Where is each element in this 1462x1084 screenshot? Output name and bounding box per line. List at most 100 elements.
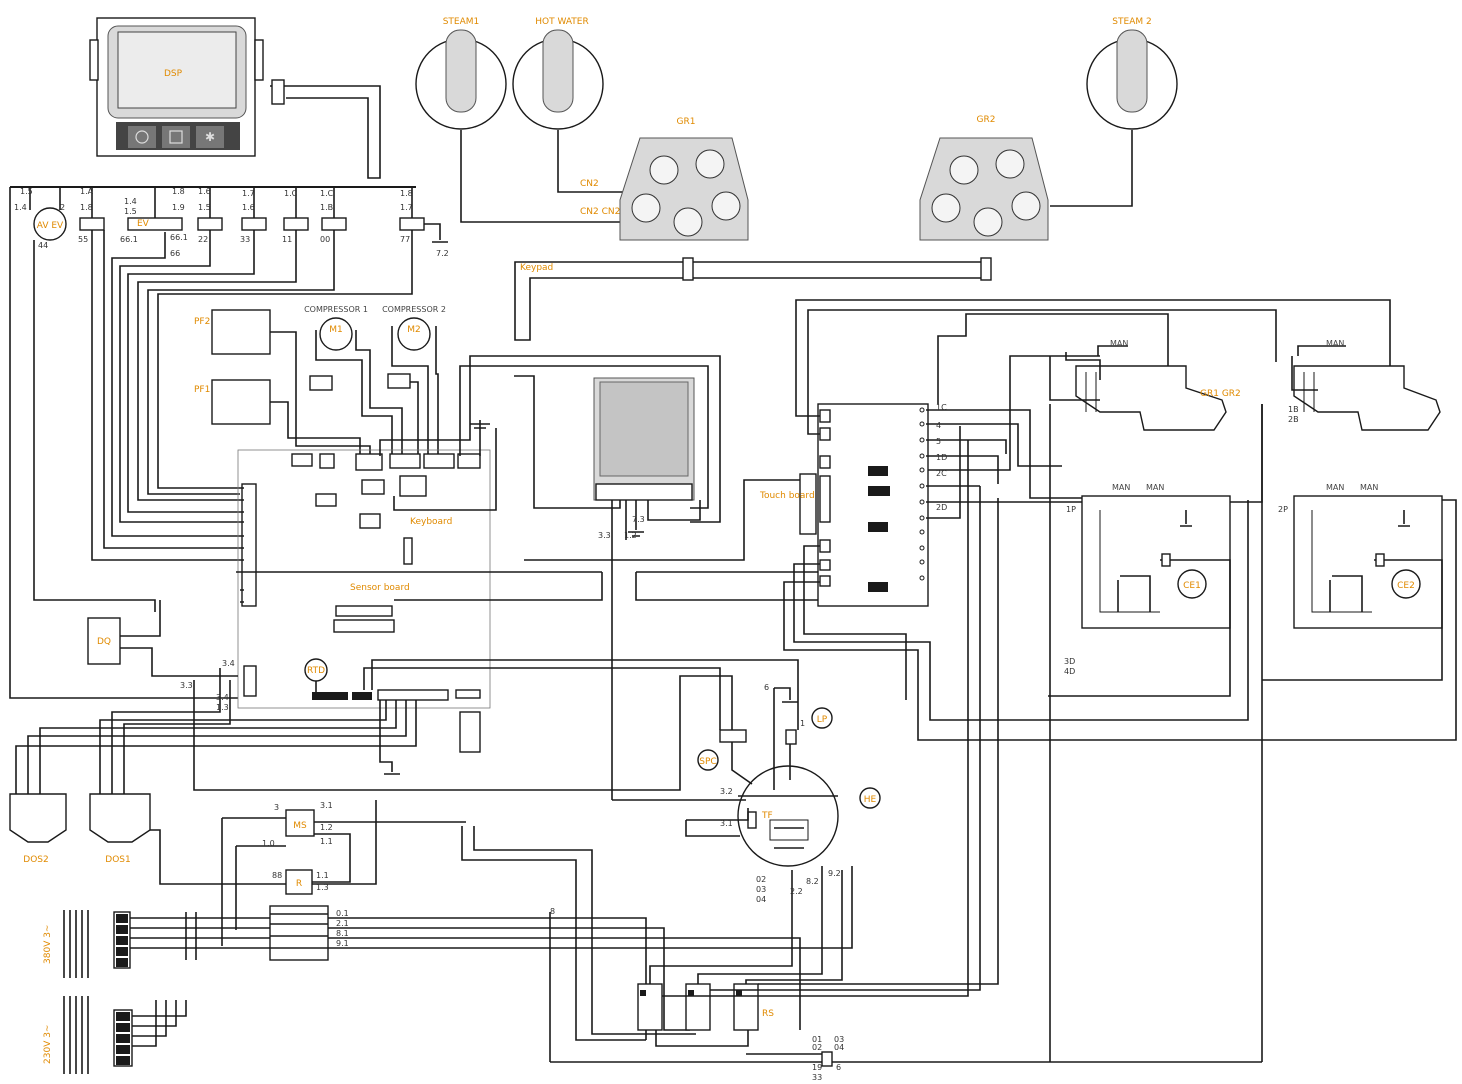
svg-text:2.1: 2.1 xyxy=(336,919,349,928)
svg-text:88: 88 xyxy=(272,871,282,880)
svg-text:Touch board: Touch board xyxy=(759,491,815,501)
svg-text:2.2: 2.2 xyxy=(790,887,803,896)
compressor-2: M2 COMPRESSOR 2 xyxy=(382,305,446,351)
svg-text:7.3: 7.3 xyxy=(632,515,645,524)
svg-text:DOS2: DOS2 xyxy=(23,855,48,865)
svg-text:1.7: 1.7 xyxy=(242,189,255,198)
gr1-keypad[interactable]: GR1 xyxy=(619,117,749,241)
steam2-knob[interactable]: STEAM 2 xyxy=(1086,17,1178,130)
compressor-1: M1 COMPRESSOR 1 xyxy=(304,305,368,351)
gr2-keypad[interactable]: GR2 xyxy=(919,115,1049,241)
svg-text:EV: EV xyxy=(137,219,150,229)
svg-text:1.C: 1.C xyxy=(284,189,298,198)
svg-text:MAN: MAN xyxy=(1360,483,1378,492)
svg-text:Keyboard: Keyboard xyxy=(410,517,452,527)
svg-text:3.3: 3.3 xyxy=(598,531,611,540)
svg-text:PF1: PF1 xyxy=(194,385,210,395)
svg-text:GR2: GR2 xyxy=(977,115,996,125)
svg-text:MAN: MAN xyxy=(1326,339,1344,348)
svg-text:Keypad: Keypad xyxy=(520,263,553,273)
svg-text:66.1: 66.1 xyxy=(170,233,188,242)
svg-text:COMPRESSOR 1: COMPRESSOR 1 xyxy=(304,305,368,314)
svg-text:4D: 4D xyxy=(1064,667,1075,676)
svg-text:GR1: GR1 xyxy=(677,117,696,127)
svg-text:1D: 1D xyxy=(936,453,947,462)
svg-text:COMPRESSOR 2: COMPRESSOR 2 xyxy=(382,305,446,314)
svg-text:1.2: 1.2 xyxy=(320,823,333,832)
svg-text:3: 3 xyxy=(274,803,279,812)
svg-text:1.7: 1.7 xyxy=(400,203,413,212)
svg-text:1.0: 1.0 xyxy=(262,839,275,848)
rs-relays: RS xyxy=(637,983,774,1031)
svg-text:✱: ✱ xyxy=(205,130,215,144)
main-switch[interactable] xyxy=(269,905,329,961)
supply-230v: 230V 3~ xyxy=(43,1009,133,1067)
wire-labels: 1.5 1.4 2 1.A 1.8 1.8 1.6 1.7 1.C 1.C 1.… xyxy=(14,187,1299,1082)
svg-text:M1: M1 xyxy=(329,325,343,335)
svg-text:55: 55 xyxy=(78,235,88,244)
svg-text:9.2: 9.2 xyxy=(828,869,841,878)
svg-text:02: 02 xyxy=(812,1043,822,1052)
svg-text:44: 44 xyxy=(38,241,48,250)
svg-text:MAN: MAN xyxy=(1110,339,1128,348)
svg-text:77: 77 xyxy=(400,235,410,244)
svg-text:R: R xyxy=(296,879,302,889)
svg-text:04: 04 xyxy=(834,1043,844,1052)
supply-380v: 380V 3~ xyxy=(43,911,131,969)
svg-text:03: 03 xyxy=(834,1035,844,1044)
svg-text:1.8: 1.8 xyxy=(400,189,413,198)
svg-text:1C: 1C xyxy=(936,403,947,412)
svg-text:1.B: 1.B xyxy=(320,203,333,212)
svg-text:DQ: DQ xyxy=(97,637,111,647)
svg-text:04: 04 xyxy=(756,895,766,904)
svg-text:2: 2 xyxy=(60,203,65,212)
svg-text:STEAM 2: STEAM 2 xyxy=(1112,17,1151,27)
svg-text:230V 3~: 230V 3~ xyxy=(43,1025,53,1064)
svg-text:1.4: 1.4 xyxy=(124,197,137,206)
boiler: TF xyxy=(737,765,839,867)
svg-text:1.9: 1.9 xyxy=(172,203,185,212)
svg-text:6: 6 xyxy=(764,683,769,692)
svg-text:1.5: 1.5 xyxy=(198,203,211,212)
svg-text:5: 5 xyxy=(936,437,941,446)
ce1-frame: CE1 MAN MAN xyxy=(1048,483,1231,697)
svg-text:1.8: 1.8 xyxy=(172,187,185,196)
steam1-knob[interactable]: STEAM1 xyxy=(415,17,507,130)
svg-text:1.1: 1.1 xyxy=(316,871,329,880)
group-controller-board xyxy=(817,403,929,607)
svg-text:GR1 GR2: GR1 GR2 xyxy=(1200,389,1241,399)
svg-text:19: 19 xyxy=(812,1063,822,1072)
svg-text:66.1: 66.1 xyxy=(120,235,138,244)
svg-text:03: 03 xyxy=(756,885,766,894)
svg-text:2B: 2B xyxy=(1288,415,1299,424)
svg-text:PF2: PF2 xyxy=(194,317,210,327)
svg-text:2P: 2P xyxy=(1278,505,1288,514)
svg-text:AV EV: AV EV xyxy=(37,221,64,231)
svg-text:CE2: CE2 xyxy=(1397,581,1415,591)
svg-text:3.4: 3.4 xyxy=(222,659,235,668)
svg-text:1.5: 1.5 xyxy=(20,187,33,196)
svg-text:00: 00 xyxy=(320,235,330,244)
svg-text:SPC: SPC xyxy=(699,757,716,767)
svg-text:6: 6 xyxy=(836,1063,841,1072)
svg-text:1P: 1P xyxy=(1066,505,1076,514)
svg-text:MAN: MAN xyxy=(1326,483,1344,492)
gr2-group-head xyxy=(1293,365,1441,431)
svg-text:3.4: 3.4 xyxy=(216,693,229,702)
svg-text:RTD: RTD xyxy=(307,666,325,676)
svg-text:HE: HE xyxy=(864,795,877,805)
dos1-dosimeter: DOS1 xyxy=(89,793,151,865)
dq-unit: DQ xyxy=(87,617,121,665)
svg-text:7.2: 7.2 xyxy=(436,249,449,258)
svg-text:380V 3~: 380V 3~ xyxy=(43,925,53,964)
hot-water-knob[interactable]: HOT WATER xyxy=(512,17,604,130)
svg-text:3.2: 3.2 xyxy=(720,787,733,796)
svg-text:1.8: 1.8 xyxy=(80,203,93,212)
svg-text:11: 11 xyxy=(282,235,292,244)
svg-text:02: 02 xyxy=(756,875,766,884)
dsp-label: DSP xyxy=(164,69,183,79)
svg-text:8.1: 8.1 xyxy=(336,929,349,938)
dos2-dosimeter: DOS2 xyxy=(9,793,67,865)
svg-text:DOS1: DOS1 xyxy=(105,855,130,865)
